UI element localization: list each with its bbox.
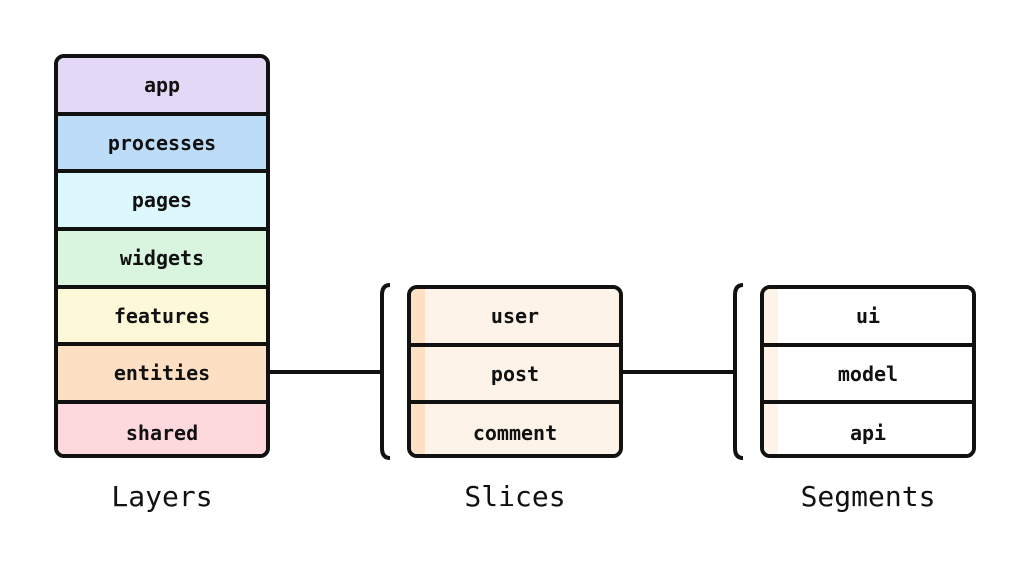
layers-stack: app processes pages widgets features ent… (54, 54, 270, 458)
slices-stack: user post comment (407, 285, 623, 458)
slices-bracket (380, 283, 391, 460)
layers-caption: Layers (111, 480, 213, 513)
slice-stripe (411, 346, 425, 401)
slice-stripe (411, 289, 425, 343)
segment-stripe (764, 289, 778, 343)
slice-label: post (490, 361, 540, 386)
segments-bracket (733, 283, 744, 460)
layer-processes: processes (58, 115, 266, 174)
layer-label: widgets (119, 245, 205, 270)
layer-features: features (58, 288, 266, 347)
slice-comment: comment (411, 404, 619, 454)
slice-label: user (490, 303, 540, 328)
layer-label: features (113, 303, 211, 328)
layer-app: app (58, 58, 266, 116)
segment-model: model (764, 346, 972, 405)
slice-user: user (411, 289, 619, 347)
slice-stripe (411, 404, 425, 454)
slice-label: comment (472, 421, 558, 446)
segments-caption: Segments (800, 480, 936, 513)
layer-widgets: widgets (58, 231, 266, 289)
segment-label: model (837, 361, 899, 386)
segments-stack: ui model api (760, 285, 976, 458)
segment-ui: ui (764, 289, 972, 347)
segment-api: api (764, 404, 972, 454)
segment-stripe (764, 404, 778, 454)
segment-label: api (849, 421, 887, 446)
segment-stripe (764, 346, 778, 401)
layer-entities: entities (58, 346, 266, 405)
layer-shared: shared (58, 404, 266, 454)
slice-post: post (411, 346, 619, 405)
layer-pages: pages (58, 173, 266, 232)
slices-caption: Slices (464, 480, 566, 513)
layer-label: entities (113, 361, 211, 386)
layer-label: app (143, 72, 181, 97)
segment-label: ui (855, 303, 881, 328)
layer-label: pages (131, 188, 193, 213)
layer-label: processes (107, 130, 217, 155)
layer-label: shared (125, 420, 199, 445)
